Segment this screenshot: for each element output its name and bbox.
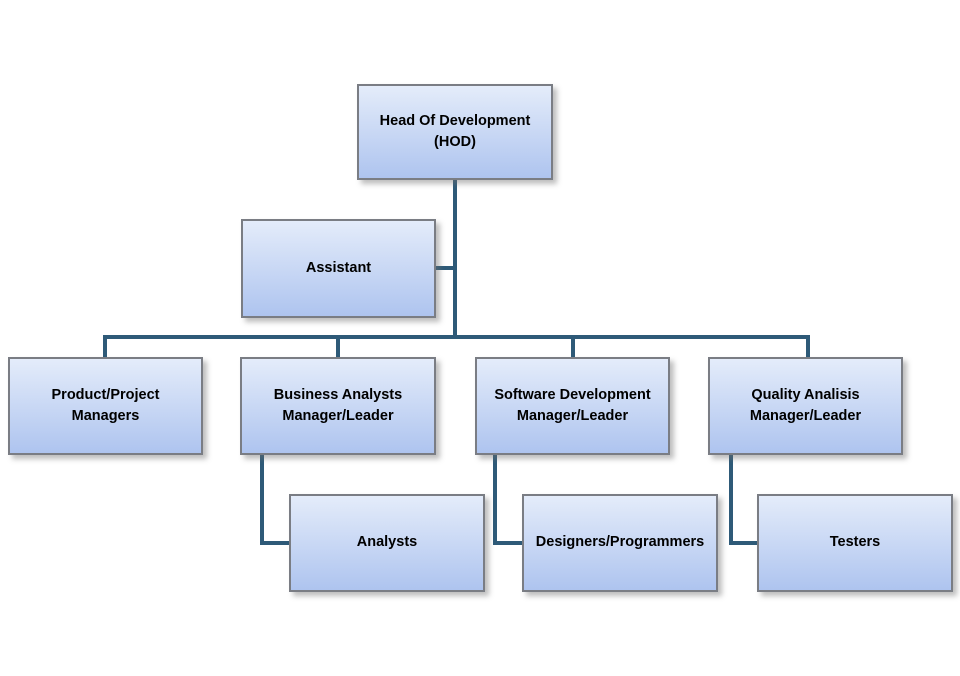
connector-distribution-line — [103, 335, 810, 339]
connector-software-dev-to-designers-vertical — [493, 455, 497, 545]
org-node-label: Designers/Programmers — [535, 534, 705, 551]
org-node-quality-analisis-manager: Quality Analisis Manager/Leader — [708, 357, 903, 455]
org-node-analysts: Analysts — [289, 494, 485, 592]
connector-software-dev-to-designers-horizontal — [493, 541, 522, 545]
org-node-product-project-managers: Product/Project Managers — [8, 357, 203, 455]
connector-business-analysts-to-analysts-horizontal — [260, 541, 289, 545]
org-node-software-development-manager: Software Development Manager/Leader — [475, 357, 670, 455]
connector-hod-assistant — [436, 266, 457, 270]
connector-hod-trunk — [453, 180, 457, 339]
org-node-business-analysts-manager: Business Analysts Manager/Leader — [240, 357, 436, 455]
connector-business-analysts-to-analysts-vertical — [260, 455, 264, 545]
org-node-label: Quality Analisis Manager/Leader — [749, 386, 862, 424]
org-node-label: Product/Project Managers — [51, 386, 160, 424]
connector-drop-product-project — [103, 335, 107, 357]
org-node-label: Assistant — [305, 259, 372, 276]
connector-quality-to-testers-horizontal — [729, 541, 757, 545]
org-node-head-of-development: Head Of Development (HOD) — [357, 84, 553, 180]
org-node-label: Testers — [829, 534, 881, 551]
connector-quality-to-testers-vertical — [729, 455, 733, 545]
org-node-label: Software Development Manager/Leader — [494, 386, 651, 424]
connector-drop-software-dev — [571, 335, 575, 357]
org-node-testers: Testers — [757, 494, 953, 592]
org-node-label: Head Of Development (HOD) — [379, 112, 531, 150]
org-node-label: Business Analysts Manager/Leader — [273, 386, 403, 424]
connector-drop-business-analysts — [336, 335, 340, 357]
org-node-assistant: Assistant — [241, 219, 436, 318]
org-node-label: Analysts — [356, 534, 418, 551]
org-node-designers-programmers: Designers/Programmers — [522, 494, 718, 592]
connector-drop-quality — [806, 335, 810, 357]
